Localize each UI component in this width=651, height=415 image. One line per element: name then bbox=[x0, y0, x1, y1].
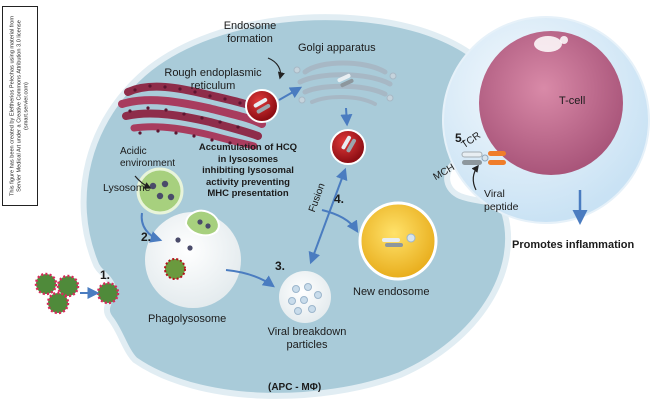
credit-text: This figure has been created by Elefther… bbox=[9, 15, 30, 197]
lysosome bbox=[136, 167, 184, 215]
phagolysosome bbox=[145, 209, 241, 308]
pointer-acidic-environment bbox=[134, 175, 152, 189]
label-endosome-formation: Endosome formation bbox=[223, 20, 277, 45]
virus-cluster bbox=[34, 272, 120, 315]
transport-vesicle bbox=[330, 129, 366, 165]
label-hcq-note: Accumulation of HCQ in lysosomes inhibit… bbox=[198, 142, 298, 199]
step-1: 1. bbox=[100, 268, 111, 282]
step-5: 5. bbox=[455, 131, 466, 145]
t-cell bbox=[442, 16, 650, 224]
label-golgi: Golgi apparatus bbox=[298, 42, 376, 54]
label-lysosome: Lysosome bbox=[103, 182, 151, 194]
credit-box: This figure has been created by Elefther… bbox=[2, 6, 38, 206]
arrow-er-to-golgi bbox=[278, 86, 303, 101]
new-endosome bbox=[358, 201, 438, 281]
viral-breakdown-vesicle bbox=[279, 271, 331, 323]
label-phagolysosome: Phagolysosome bbox=[148, 313, 227, 325]
er-vesicle bbox=[245, 89, 279, 123]
rough-er bbox=[118, 82, 272, 150]
label-t-cell: T-cell bbox=[559, 95, 586, 107]
golgi-mhc bbox=[337, 73, 354, 88]
pointer-viral-peptide bbox=[471, 164, 479, 191]
label-rough-er: Rough endoplasmic reticulum bbox=[164, 67, 262, 92]
label-apc-cell: (APC - MΦ) bbox=[268, 382, 322, 393]
label-new-endosome: New endosome bbox=[353, 286, 430, 298]
arrow-to-breakdown bbox=[225, 269, 275, 288]
arrow-to-new-endosome bbox=[321, 209, 359, 234]
step-3: 3. bbox=[275, 259, 286, 273]
arrow-fusion bbox=[308, 167, 348, 265]
arrow-golgi-to-vesicle bbox=[340, 107, 353, 127]
label-acidic-environment: Acidic environment bbox=[120, 146, 176, 169]
step-2: 2. bbox=[141, 230, 152, 244]
label-viral-peptide: Viral peptide bbox=[484, 188, 519, 213]
step-4: 4. bbox=[334, 192, 345, 206]
arrow-lysosome-to-phagolysosome bbox=[140, 212, 163, 243]
pointer-endosome-formation bbox=[267, 57, 285, 80]
label-viral-breakdown: Viral breakdown particles bbox=[267, 326, 347, 351]
label-promotes-inflammation: Promotes inflammation bbox=[512, 239, 635, 251]
mhc-tcr-complex bbox=[461, 151, 506, 165]
